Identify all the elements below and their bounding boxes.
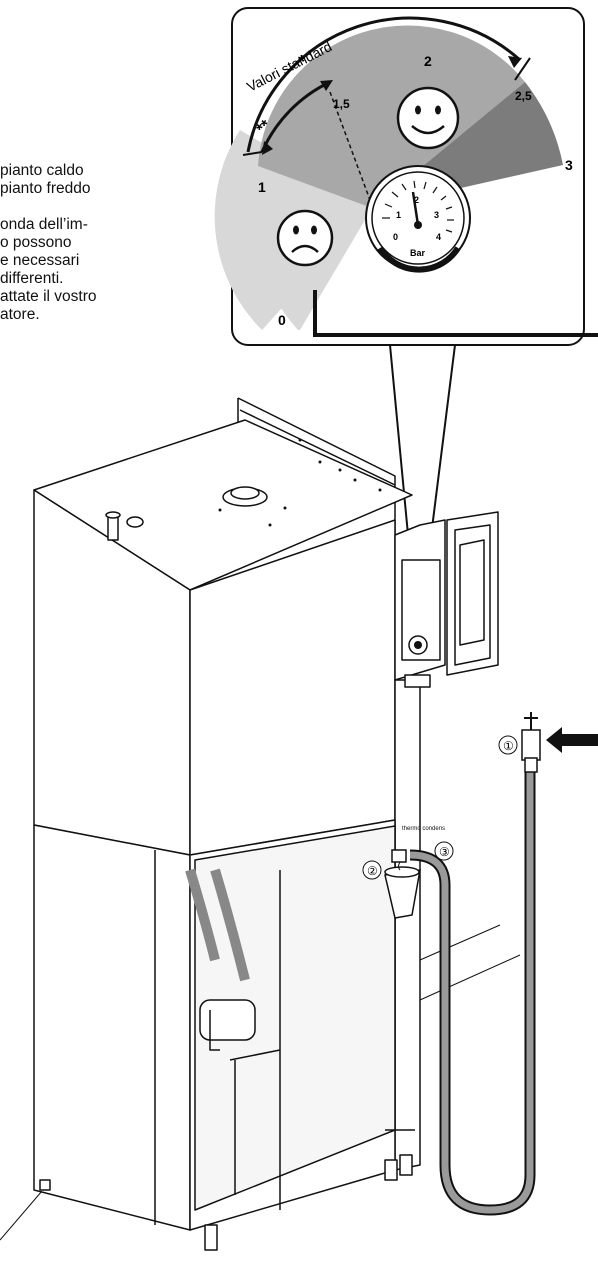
low-zone-pipe — [313, 290, 598, 337]
scale-label-3: 3 — [565, 157, 573, 173]
standard-indicator-line — [329, 91, 371, 201]
scale-label-0: 0 — [278, 312, 286, 328]
callout-2: ② — [362, 860, 382, 880]
scale-label-2-5: 2,5 — [515, 89, 532, 103]
happy-face-icon — [396, 86, 460, 150]
svg-text:②: ② — [367, 864, 378, 878]
scale-label-1-5: 1,5 — [333, 97, 350, 111]
sad-face-icon — [276, 209, 334, 267]
svg-text:1: 1 — [396, 210, 401, 220]
top-bolts — [218, 438, 382, 527]
callout-1: ① — [498, 735, 518, 755]
text-line: pianto caldo — [0, 162, 84, 179]
text-line: differenti. — [0, 270, 64, 287]
svg-text:4: 4 — [436, 232, 441, 242]
text-line: attate il vostro — [0, 288, 97, 305]
svg-text:①: ① — [503, 739, 514, 753]
svg-text:3: 3 — [434, 210, 439, 220]
svg-text:0: 0 — [393, 232, 398, 242]
text-line: onda dell’im- — [0, 216, 88, 233]
svg-text:③: ③ — [439, 845, 450, 859]
text-line: o possono — [0, 234, 72, 251]
svg-text:2: 2 — [414, 195, 419, 205]
fill-hose — [384, 712, 598, 1216]
callout-3: ③ — [434, 841, 454, 861]
standard-range-arc — [246, 16, 521, 153]
text-line: pianto freddo — [0, 180, 91, 197]
brand-label: thermo condens — [402, 826, 445, 832]
manometer-dial: 0 1 2 3 4 Bar — [365, 165, 471, 273]
scale-label-1: 1 — [258, 179, 266, 195]
boiler-unit — [33, 397, 499, 1251]
left-instruction-text: pianto caldo pianto freddo onda dell’im-… — [0, 162, 180, 324]
text-line: atore. — [0, 306, 40, 323]
gauge-needle — [411, 191, 420, 226]
svg-text:Bar: Bar — [410, 248, 426, 258]
star-single: * — [298, 52, 305, 72]
text-line: e necessari — [0, 252, 80, 269]
zone-standard — [258, 25, 525, 208]
scale-label-2: 2 — [424, 53, 432, 69]
water-inflow-arrow — [546, 727, 598, 753]
pressure-inset: 1 0 1,5 2 2,5 3 Valori standard * ** — [214, 7, 598, 641]
